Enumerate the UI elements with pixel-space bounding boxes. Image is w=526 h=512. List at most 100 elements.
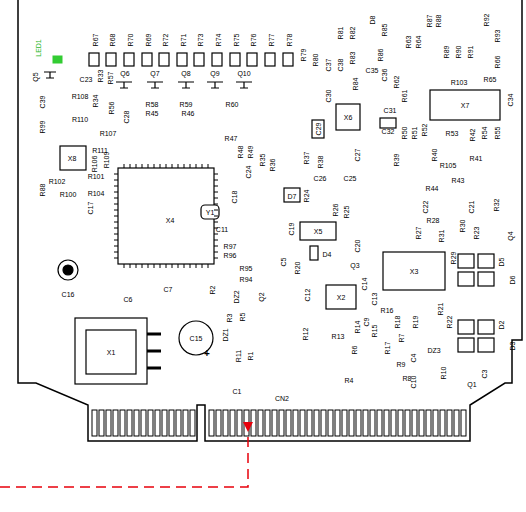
part-label: + bbox=[204, 349, 210, 359]
part-label: R25 bbox=[343, 206, 350, 219]
part-label: R110 bbox=[72, 116, 88, 123]
part-label: X5 bbox=[314, 228, 323, 235]
part-label: R78 bbox=[286, 34, 293, 47]
part-label: R71 bbox=[180, 34, 187, 47]
part-label: C12 bbox=[304, 289, 311, 302]
part-label: R1 bbox=[247, 352, 254, 361]
part-label: Q8 bbox=[181, 70, 190, 77]
part-label: C28 bbox=[123, 111, 130, 124]
part-label: R37 bbox=[303, 152, 310, 165]
part-label: C4 bbox=[410, 354, 417, 363]
part-label: R9 bbox=[397, 361, 406, 368]
part-label: R99 bbox=[39, 121, 46, 134]
part-label: R103 bbox=[451, 79, 468, 86]
part-label: C17 bbox=[87, 202, 94, 215]
part-label: R48 bbox=[237, 146, 244, 159]
led-pad bbox=[53, 56, 62, 63]
part-label: R93 bbox=[494, 30, 501, 43]
part-label: R33 bbox=[97, 70, 104, 83]
part-label: X4 bbox=[166, 217, 175, 224]
part-label: Q9 bbox=[210, 70, 219, 77]
part-label: R76 bbox=[250, 34, 257, 47]
part-label: Q6 bbox=[120, 70, 129, 77]
part-label: R89 bbox=[443, 46, 450, 59]
part-label: R34 bbox=[92, 95, 99, 108]
part-label: R45 bbox=[146, 110, 159, 117]
part-label: R97 bbox=[224, 243, 237, 250]
part-label: C6 bbox=[124, 296, 133, 303]
part-label: X3 bbox=[410, 268, 419, 275]
part-label: C35 bbox=[366, 67, 379, 74]
part-label: R60 bbox=[226, 101, 239, 108]
part-label: R58 bbox=[146, 101, 159, 108]
part-label: R87 bbox=[426, 15, 433, 28]
part-label: Q1 bbox=[467, 381, 476, 388]
part-label: R54 bbox=[481, 127, 488, 140]
part-label: R82 bbox=[349, 27, 356, 40]
part-label: R75 bbox=[233, 34, 240, 47]
part-label: R12 bbox=[302, 328, 309, 341]
part-label: R40 bbox=[431, 149, 438, 162]
part-label: C1 bbox=[233, 388, 242, 395]
part-label: D6 bbox=[509, 276, 516, 285]
part-label: C13 bbox=[371, 293, 378, 306]
part-label: R91 bbox=[467, 46, 474, 59]
part-label: R44 bbox=[426, 185, 439, 192]
part-label: R27 bbox=[415, 227, 422, 240]
part-label: R52 bbox=[421, 124, 428, 137]
part-label: R31 bbox=[438, 230, 445, 243]
part-label: C29 bbox=[315, 123, 322, 136]
part-label: R16 bbox=[381, 307, 394, 314]
part-label: R39 bbox=[393, 154, 400, 167]
part-label: D8 bbox=[369, 16, 376, 25]
part-label: LED1 bbox=[35, 39, 42, 57]
part-label: D2 bbox=[498, 321, 505, 330]
part-label: R104 bbox=[88, 190, 105, 197]
part-label: R74 bbox=[215, 34, 222, 47]
part-label: Q3 bbox=[350, 262, 359, 269]
part-label: R107 bbox=[100, 130, 117, 137]
part-label: R55 bbox=[494, 127, 501, 140]
part-label: R24 bbox=[303, 190, 310, 203]
part-label: C39 bbox=[39, 96, 46, 109]
part-label: DZ1 bbox=[222, 328, 229, 341]
part-label: R53 bbox=[446, 130, 459, 137]
part-label: R56 bbox=[108, 102, 115, 115]
capacitor-cans bbox=[58, 260, 213, 355]
part-label: R21 bbox=[437, 303, 444, 316]
part-label: R5 bbox=[239, 313, 246, 322]
part-label: X2 bbox=[337, 294, 346, 301]
part-label: R90 bbox=[455, 46, 462, 59]
part-label: R3 bbox=[226, 314, 233, 323]
part-label: Q2 bbox=[258, 292, 265, 301]
part-label: R95 bbox=[240, 265, 253, 272]
part-label: R43 bbox=[452, 177, 465, 184]
diode-pads bbox=[458, 254, 494, 352]
part-label: R63 bbox=[405, 36, 412, 49]
part-label: C7 bbox=[164, 286, 173, 293]
part-label: R8 bbox=[403, 375, 412, 382]
pointer-arrowhead bbox=[243, 422, 253, 432]
part-label: R62 bbox=[393, 76, 400, 89]
part-label: X7 bbox=[461, 102, 470, 109]
part-label: C11 bbox=[216, 226, 228, 233]
part-label: R14 bbox=[354, 321, 361, 334]
part-label: C30 bbox=[325, 90, 332, 103]
part-label: D5 bbox=[498, 258, 505, 267]
part-label: R84 bbox=[352, 78, 359, 91]
part-label: R18 bbox=[394, 316, 401, 329]
part-label: R13 bbox=[332, 333, 345, 340]
part-label: C37 bbox=[325, 59, 332, 72]
part-label: Y1 bbox=[206, 209, 215, 216]
part-label: R59 bbox=[180, 101, 193, 108]
part-label: R96 bbox=[224, 252, 237, 259]
part-label: DZ3 bbox=[427, 347, 440, 354]
part-label: R50 bbox=[401, 127, 408, 140]
part-label: C16 bbox=[62, 291, 75, 298]
part-label: R88 bbox=[39, 184, 46, 197]
part-label: R83 bbox=[349, 52, 356, 65]
part-label: R80 bbox=[312, 54, 319, 67]
part-label: D7 bbox=[288, 193, 297, 200]
part-label: C23 bbox=[80, 76, 93, 83]
